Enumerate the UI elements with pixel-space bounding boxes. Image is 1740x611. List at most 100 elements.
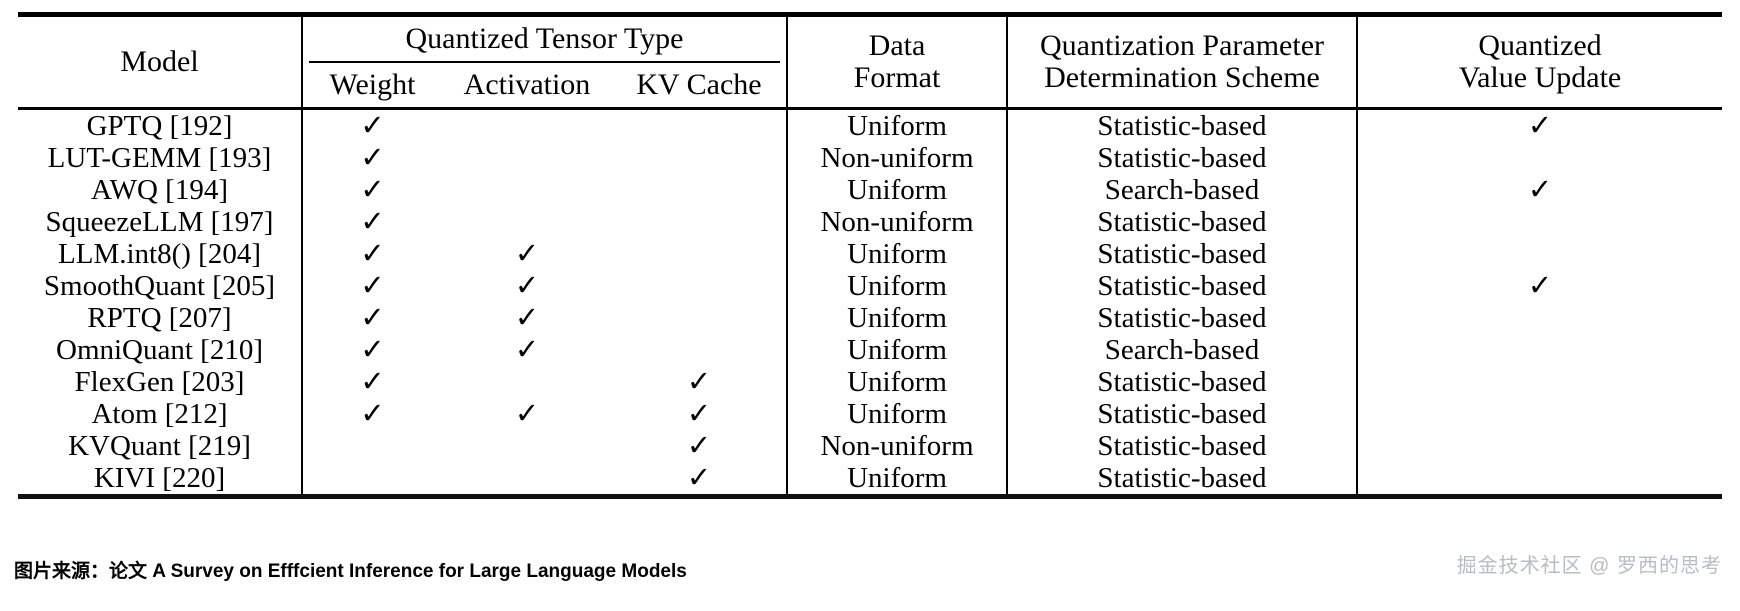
row-weight-check: ✓ [301, 174, 442, 206]
row-weight-check: ✓ [301, 334, 442, 366]
quantization-methods-table: Model Quantized Tensor Type Data Format … [18, 12, 1722, 499]
row-kv-cache-check: ✓ [612, 366, 788, 398]
row-quantized-value-update-check [1357, 366, 1722, 398]
row-scheme: Statistic-based [1007, 206, 1358, 238]
row-scheme: Statistic-based [1007, 462, 1358, 494]
row-model-name: SqueezeLLM [197] [45, 205, 274, 238]
row-quantized-value-update-check: ✓ [1527, 269, 1553, 302]
rule-bottom-row [18, 494, 1722, 499]
col-header-activation: Activation [463, 68, 591, 102]
row-model-name: AWQ [194] [91, 173, 228, 206]
row-activation-check: ✓ [514, 237, 540, 270]
row-kv-cache-check [612, 302, 788, 334]
row-weight-check: ✓ [301, 238, 442, 270]
row-data-format: Uniform [787, 270, 1008, 302]
row-quantized-value-update-check [1357, 142, 1722, 174]
row-model-name: SmoothQuant [205] [43, 269, 276, 302]
row-data-format: Uniform [787, 334, 1008, 366]
row-activation-check: ✓ [514, 397, 540, 430]
row-activation-check [442, 142, 612, 174]
bottom-rule [18, 494, 1722, 499]
row-scheme: Statistic-based [1007, 430, 1358, 462]
row-scheme: Statistic-based [1007, 238, 1358, 270]
row-activation-check: ✓ [514, 333, 540, 366]
row-activation-check [442, 206, 612, 238]
row-model-name: FlexGen [203] [74, 365, 245, 398]
row-quantized-value-update-check [1357, 334, 1722, 366]
row-activation-check: ✓ [514, 269, 540, 302]
row-data-format: Uniform [787, 398, 1008, 430]
row-weight-check [301, 462, 442, 494]
row-weight-check: ✓ [301, 398, 442, 430]
rule-mid-row [18, 107, 1722, 110]
row-scheme: Statistic-based [1007, 302, 1358, 334]
row-model-name: LLM.int8() [204] [58, 237, 261, 270]
col-header-model: Model [120, 45, 199, 78]
row-model-name: LUT-GEMM [193] [47, 141, 272, 174]
header-group-row: Model Quantized Tensor Type Data Format … [18, 17, 1722, 107]
row-kv-cache-check [612, 206, 788, 238]
row-quantized-value-update-check: ✓ [1527, 173, 1553, 206]
col-header-quant-update-line2: Value Update [1458, 61, 1622, 94]
header-group-underline-row [18, 61, 1722, 63]
row-data-format: Uniform [787, 366, 1008, 398]
group-underline-cell [301, 61, 788, 63]
col-header-group-quantized-tensor-type: Quantized Tensor Type [301, 17, 788, 61]
row-quantized-value-update-check [1357, 462, 1722, 494]
row-data-format: Non-uniform [787, 430, 1008, 462]
row-weight-check: ✓ [301, 142, 442, 174]
row-quantized-value-update-check [1357, 398, 1722, 430]
row-model-name: KIVI [220] [93, 461, 226, 494]
row-scheme: Statistic-based [1007, 142, 1358, 174]
row-activation-check [442, 110, 612, 142]
row-quantized-value-update-check: ✓ [1527, 109, 1553, 142]
row-activation-check: ✓ [514, 301, 540, 334]
row-weight-check: ✓ [301, 110, 442, 142]
row-weight-check: ✓ [301, 366, 442, 398]
col-header-data-format: Data Format [787, 17, 1008, 107]
row-kv-cache-check: ✓ [612, 430, 788, 462]
col-header-quant-param-line1: Quantization Parameter [1039, 28, 1325, 62]
col-header-kv-cache: KV Cache [612, 63, 788, 107]
row-model-name: GPTQ [192] [86, 109, 233, 142]
row-weight-check: ✓ [301, 270, 442, 302]
row-quantized-value-update-check [1357, 430, 1722, 462]
col-header-data-format-line1: Data [868, 28, 926, 62]
row-kv-cache-check [612, 174, 788, 206]
col-header-weight: Weight [301, 63, 442, 107]
row-weight-check [301, 430, 442, 462]
row-kv-cache-check: ✓ [612, 462, 788, 494]
row-weight-check: ✓ [301, 206, 442, 238]
col-header-data-format-line2: Format [853, 61, 941, 94]
row-activation-check [442, 366, 612, 398]
mid-rule [18, 107, 1722, 110]
group-underline [309, 61, 780, 63]
figure-source-caption: 图片来源：论文 A Survey on Efffcient Inference … [14, 561, 687, 582]
row-quantized-value-update-check [1357, 302, 1722, 334]
row-model-name: OmniQuant [210] [56, 333, 263, 366]
row-scheme: Statistic-based [1007, 366, 1358, 398]
col-header-quantization-parameter: Quantization Parameter Determination Sch… [1007, 17, 1358, 107]
row-data-format: Uniform [787, 174, 1008, 206]
row-kv-cache-check [612, 110, 788, 142]
col-header-quant-update-line1: Quantized [1478, 28, 1602, 62]
row-data-format: Uniform [787, 238, 1008, 270]
row-scheme: Statistic-based [1007, 110, 1358, 142]
row-kv-cache-check [612, 334, 788, 366]
row-model-name: KVQuant [219] [68, 429, 251, 462]
row-quantized-value-update-check [1357, 238, 1722, 270]
row-model-name: RPTQ [207] [87, 301, 232, 334]
row-model-name: Atom [212] [91, 397, 228, 430]
